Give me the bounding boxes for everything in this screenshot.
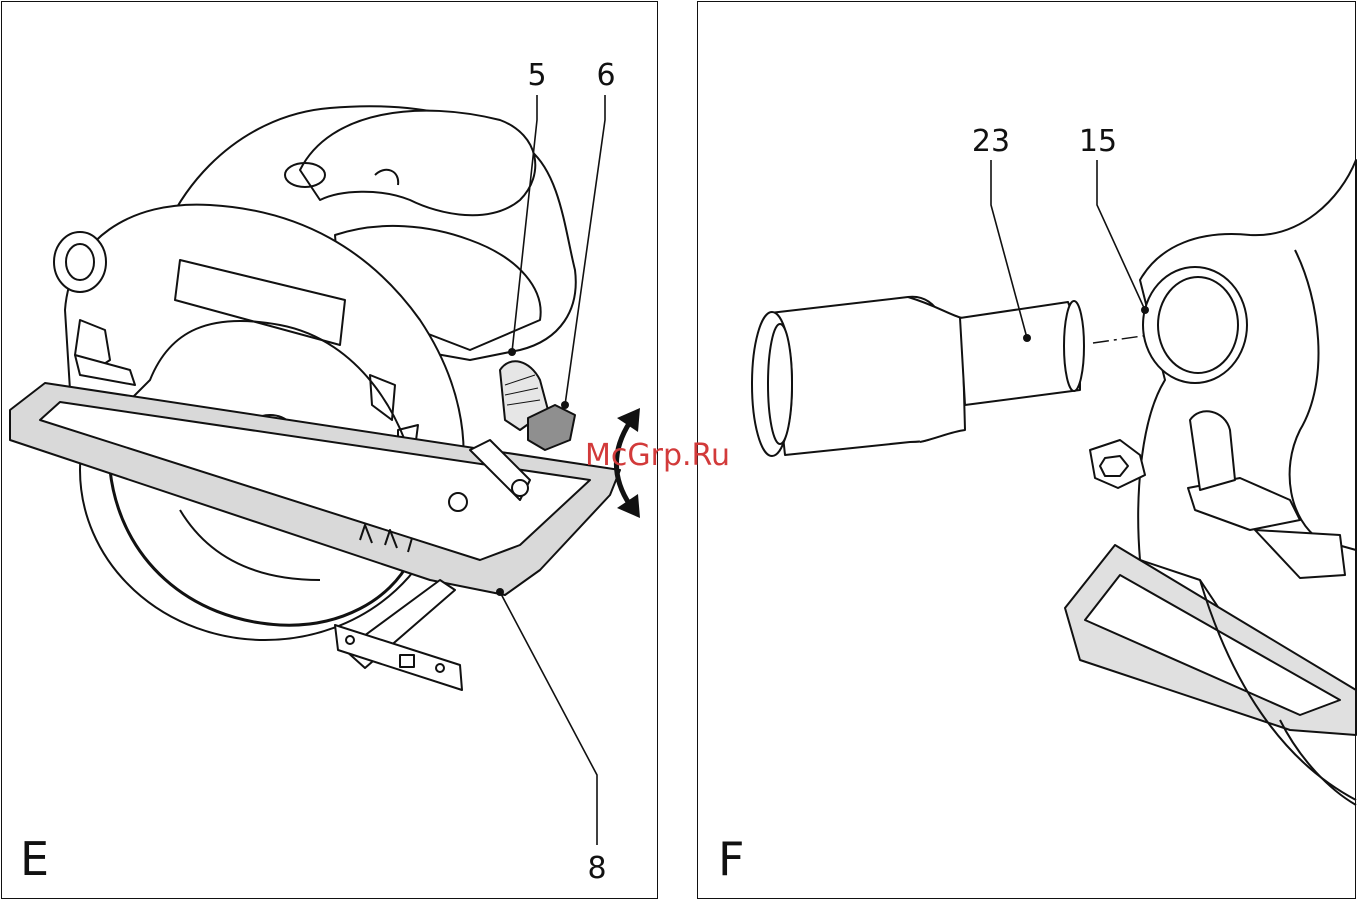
saw-illustration-f [1065,160,1356,805]
leader-15 [1097,160,1145,310]
callout-label-23: 23 [972,124,1010,159]
callout-label-5: 5 [527,58,546,93]
dust-port [54,232,106,292]
callout-dot-23 [1023,334,1031,342]
callout-label-6: 6 [596,58,615,93]
leader-8 [500,592,597,845]
callout-dot-15 [1141,306,1149,314]
dust-adapter [752,297,1084,456]
adapter-small-tube [960,302,1080,405]
panel-letter-f: F [718,832,744,886]
callout-dot-5 [508,348,516,356]
watermark: McGrp.Ru [585,438,730,473]
panel-letter-e: E [20,832,49,886]
callout-label-8: 8 [587,851,606,886]
callout-dot-6 [561,401,569,409]
callout-label-15: 15 [1079,124,1117,159]
adapter-small-opening [1064,301,1084,391]
callout-dot-8 [496,588,504,596]
